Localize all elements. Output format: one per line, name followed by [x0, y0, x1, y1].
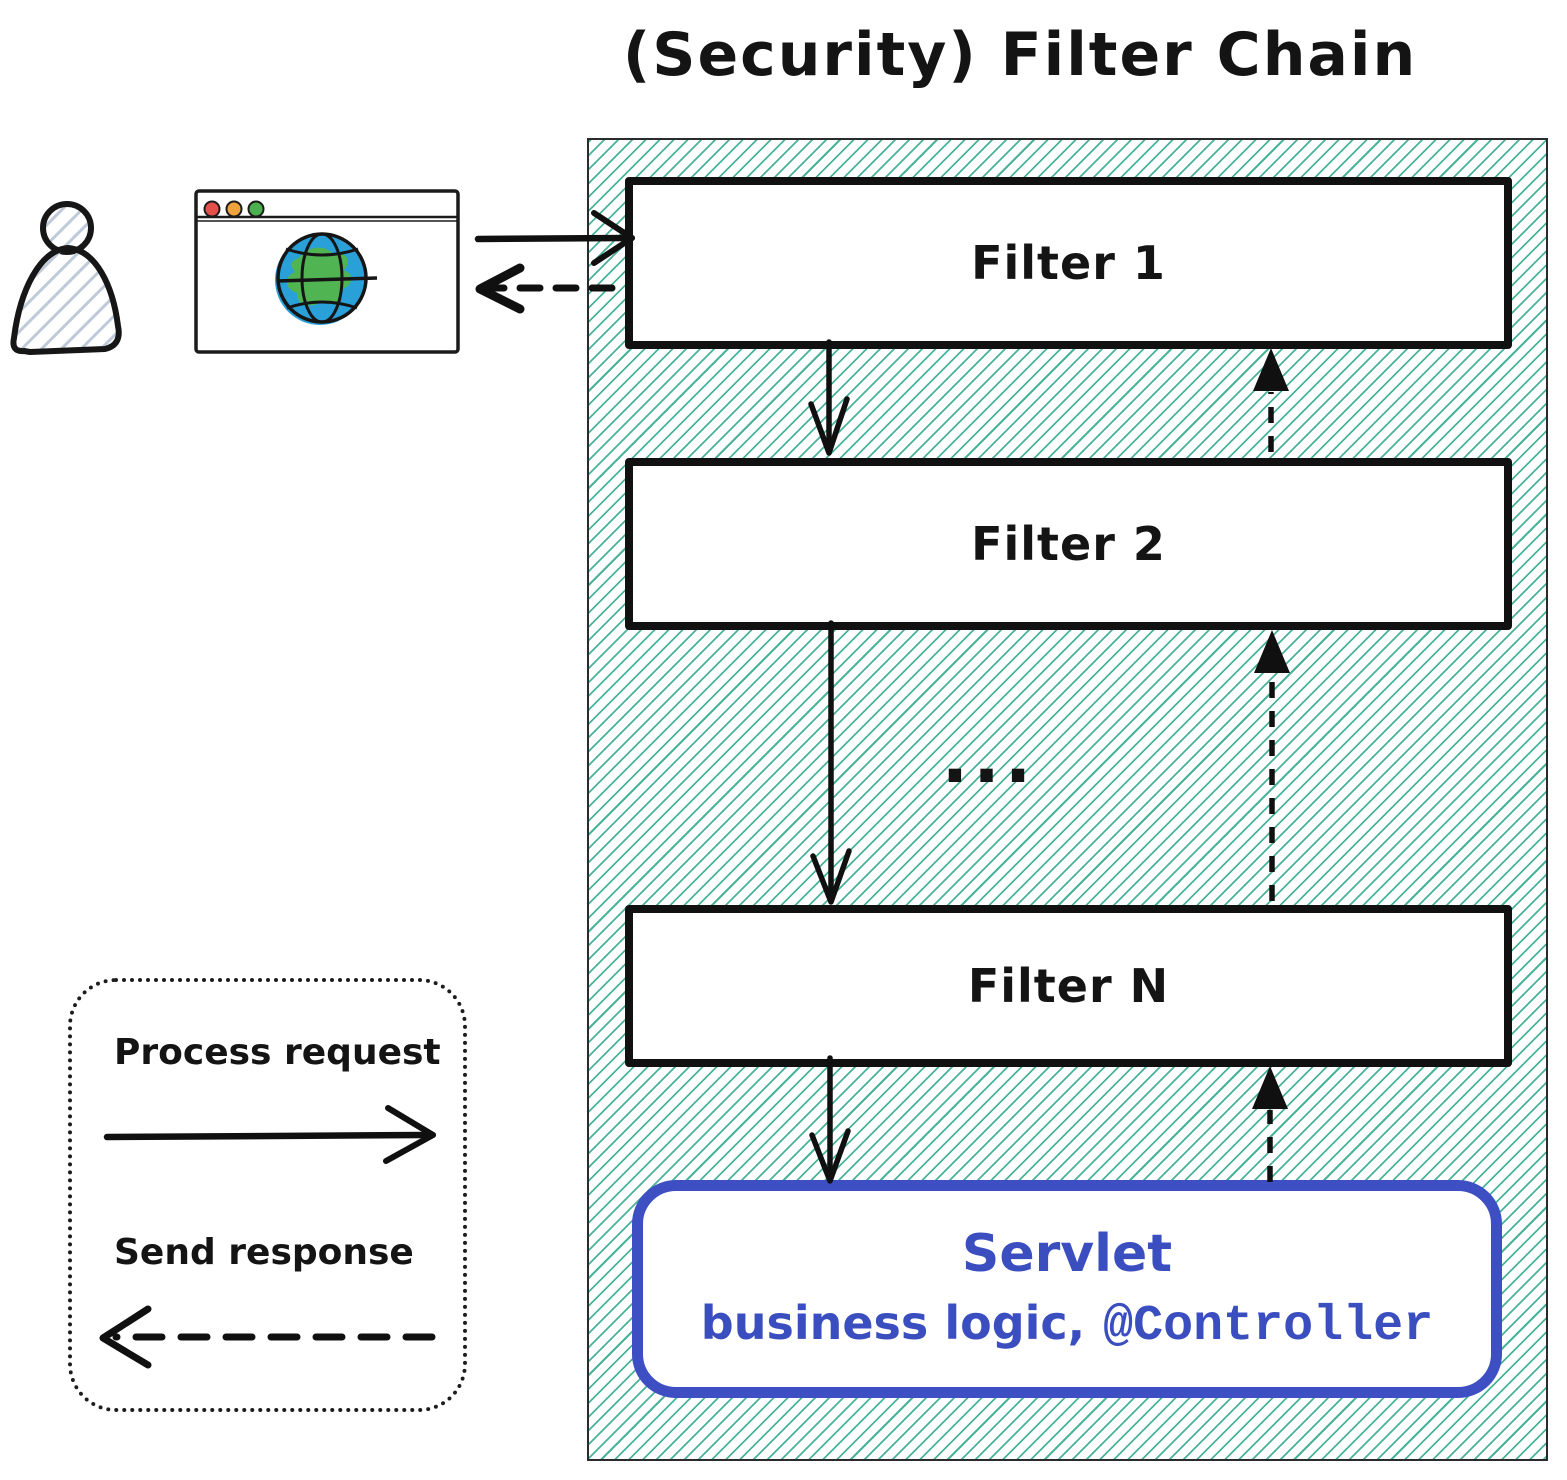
servlet-subtitle-text: business logic,: [700, 1295, 1086, 1350]
user-icon: [10, 201, 122, 355]
traffic-light-yellow-icon: [225, 200, 243, 218]
traffic-light-green-icon: [247, 200, 265, 218]
browser-window-icon: [194, 189, 460, 354]
diagram-title: (Security) Filter Chain: [622, 20, 1418, 90]
filter-2-label: Filter 2: [971, 517, 1166, 571]
traffic-light-red-icon: [203, 200, 221, 218]
person-body: [10, 245, 122, 355]
legend-box: Process request Send response: [68, 978, 467, 1412]
servlet-box: Servlet business logic, @Controller: [632, 1180, 1502, 1398]
filter-n-box: Filter N: [625, 905, 1512, 1067]
filter-n-label: Filter N: [967, 959, 1170, 1013]
legend-send-response-label: Send response: [114, 1232, 414, 1273]
filter-1-box: Filter 1: [625, 177, 1512, 349]
filter-chain-container: Filter 1 Filter 2 ... Filter N Servlet b…: [587, 138, 1548, 1461]
person-head: [40, 201, 94, 255]
ellipsis-label: ...: [941, 717, 1037, 799]
filter-2-box: Filter 2: [625, 458, 1512, 630]
servlet-subtitle: business logic, @Controller: [701, 1296, 1433, 1355]
filter-1-label: Filter 1: [971, 236, 1166, 290]
globe-icon: [275, 232, 378, 325]
servlet-subtitle-code: @Controller: [1103, 1297, 1434, 1355]
servlet-title: Servlet: [961, 1223, 1173, 1284]
legend-process-request-label: Process request: [114, 1032, 441, 1073]
